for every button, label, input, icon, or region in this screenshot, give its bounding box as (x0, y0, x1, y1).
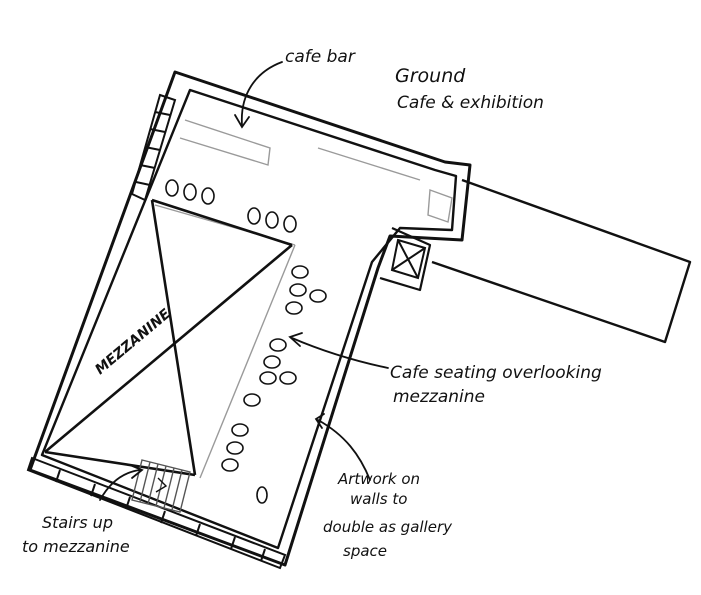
cafe-bar-label: cafe bar (285, 47, 356, 67)
arrow-artwork-icon (317, 419, 371, 481)
mezzanine-void (44, 198, 293, 477)
building-walls (28, 70, 692, 567)
stairs-label-line-2: to mezzanine (22, 537, 130, 556)
labels: cafe bar Ground Cafe & exhibition MEZZAN… (22, 47, 602, 560)
artwork-label-line-3: double as gallery (323, 518, 453, 536)
title-line-1: Ground (395, 65, 466, 87)
annotation-arrows (99, 61, 389, 501)
stairs-label-line-1: Stairs up (42, 513, 113, 532)
artwork-label-line-4: space (343, 542, 387, 560)
cafe-seating-label-line-2: mezzanine (393, 387, 485, 407)
title-line-2: Cafe & exhibition (397, 93, 544, 113)
door-icon (390, 238, 427, 280)
artwork-label-line-2: walls to (350, 490, 407, 508)
pencil-interior (154, 119, 453, 479)
arrow-cafe-bar-icon (241, 61, 283, 126)
arrow-seating-icon (291, 337, 389, 369)
cafe-seating-label-line-1: Cafe seating overlooking (390, 363, 602, 383)
mezzanine-label: MEZZANINE (92, 306, 174, 378)
artwork-label-line-1: Artwork on (337, 470, 420, 488)
arrow-stairs-icon (99, 469, 141, 501)
stairs-icon (131, 459, 191, 513)
external-wall-blocks (26, 93, 287, 570)
cafe-seating (165, 179, 327, 504)
